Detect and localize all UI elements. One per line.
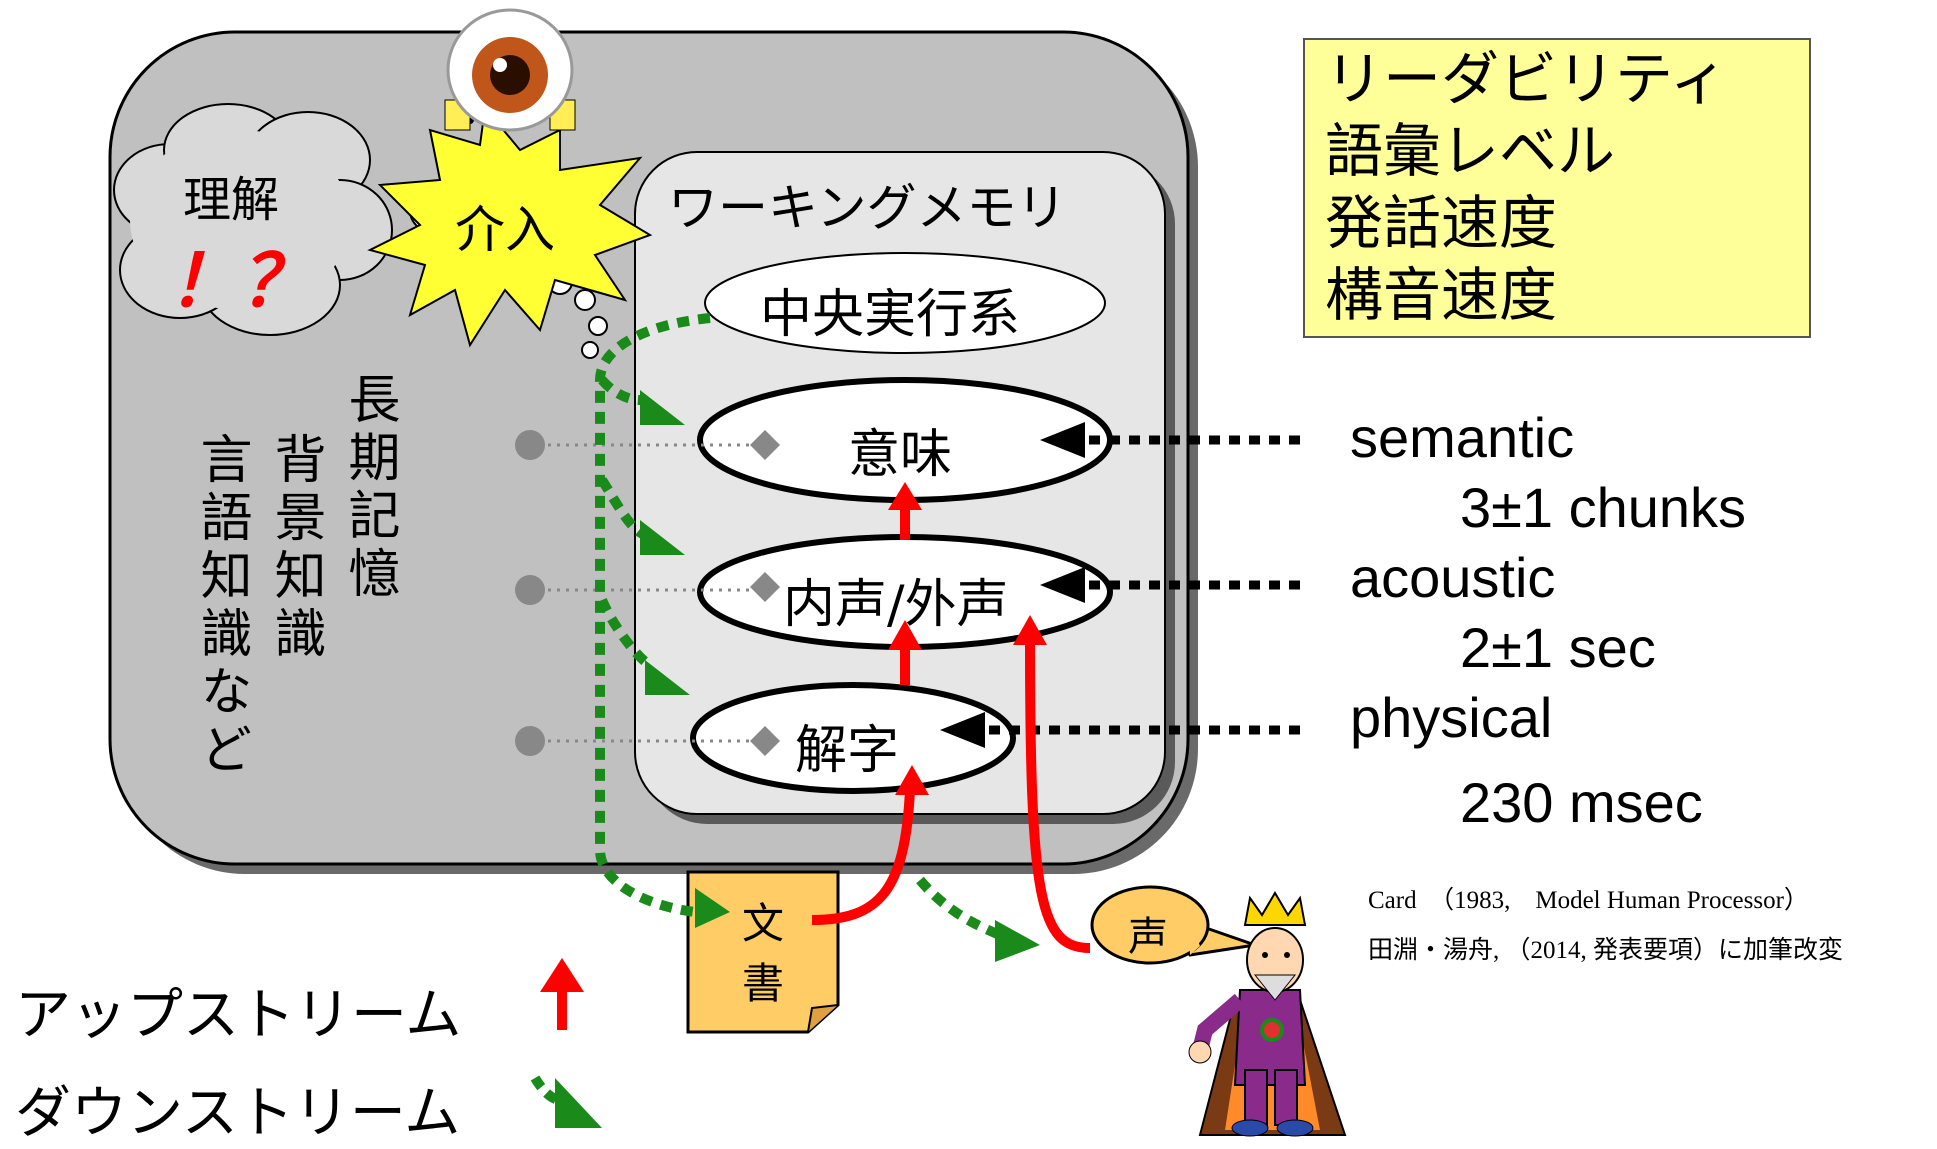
readability-line-3: 発話速度 <box>1325 189 1558 257</box>
central-executive-label: 中央実行系 <box>760 285 1021 345</box>
metric-semantic-label: semantic <box>1350 406 1575 469</box>
diamond-markers <box>750 430 780 756</box>
legend-downstream-label: ダウンストリーム <box>15 1081 461 1146</box>
ltm-column-3: 言語知識など <box>191 432 251 780</box>
reference-1: Card （1983, Model Human Processor） <box>1368 887 1809 914</box>
thought-cloud-icon <box>113 103 393 336</box>
document-char-1: 文 <box>742 899 785 948</box>
readability-line-4: 構音速度 <box>1325 261 1558 329</box>
understanding-label: 理解 <box>183 172 280 228</box>
legend-upstream-label: アップストリーム <box>15 983 462 1048</box>
legend-downstream-arrow-icon <box>530 1075 602 1128</box>
readability-line-1: リーダビリティ <box>1325 45 1728 113</box>
ltm-column-2: 背景知識 <box>265 432 325 664</box>
intervention-burst <box>367 105 653 348</box>
black-dotted-arrows <box>940 422 1300 748</box>
intervention-label: 介入 <box>455 201 555 259</box>
legend-upstream-arrow-icon <box>540 958 584 1030</box>
metric-semantic-value: 3±1 chunks <box>1460 476 1747 539</box>
voice-bubble <box>1090 885 1256 965</box>
downstream-arrowheads <box>640 390 1040 962</box>
voice-label: 声 <box>1128 914 1168 960</box>
physical-label: 解字 <box>795 721 900 781</box>
metric-physical-value: 230 msec <box>1460 771 1703 834</box>
exclaim-label: ！？ <box>168 239 313 323</box>
eyeball-icon <box>444 8 576 132</box>
physical-ellipse <box>690 682 1016 794</box>
king-character-icon <box>1188 891 1347 1137</box>
metric-acoustic-value: 2±1 sec <box>1460 616 1656 679</box>
readability-box: リーダビリティ 語彙レベル 発話速度 構音速度 <box>1303 38 1811 338</box>
central-executive-ellipse <box>704 252 1106 354</box>
ltm-column-1: 長期記憶 <box>339 372 399 604</box>
upstream-arrows <box>811 482 1091 953</box>
readability-line-2: 語彙レベル <box>1325 117 1616 185</box>
document-char-2: 書 <box>742 959 785 1008</box>
ltm-connectors <box>515 430 750 756</box>
acoustic-label: 内声/外声 <box>783 575 1009 635</box>
reference-2: 田淵・湯舟, （2014, 発表要項）に加筆改変 <box>1368 937 1844 964</box>
semantic-label: 意味 <box>848 425 953 485</box>
metric-acoustic-label: acoustic <box>1350 546 1556 609</box>
metric-physical-label: physical <box>1350 686 1553 749</box>
wm-title: ワーキングメモリ <box>668 179 1067 237</box>
